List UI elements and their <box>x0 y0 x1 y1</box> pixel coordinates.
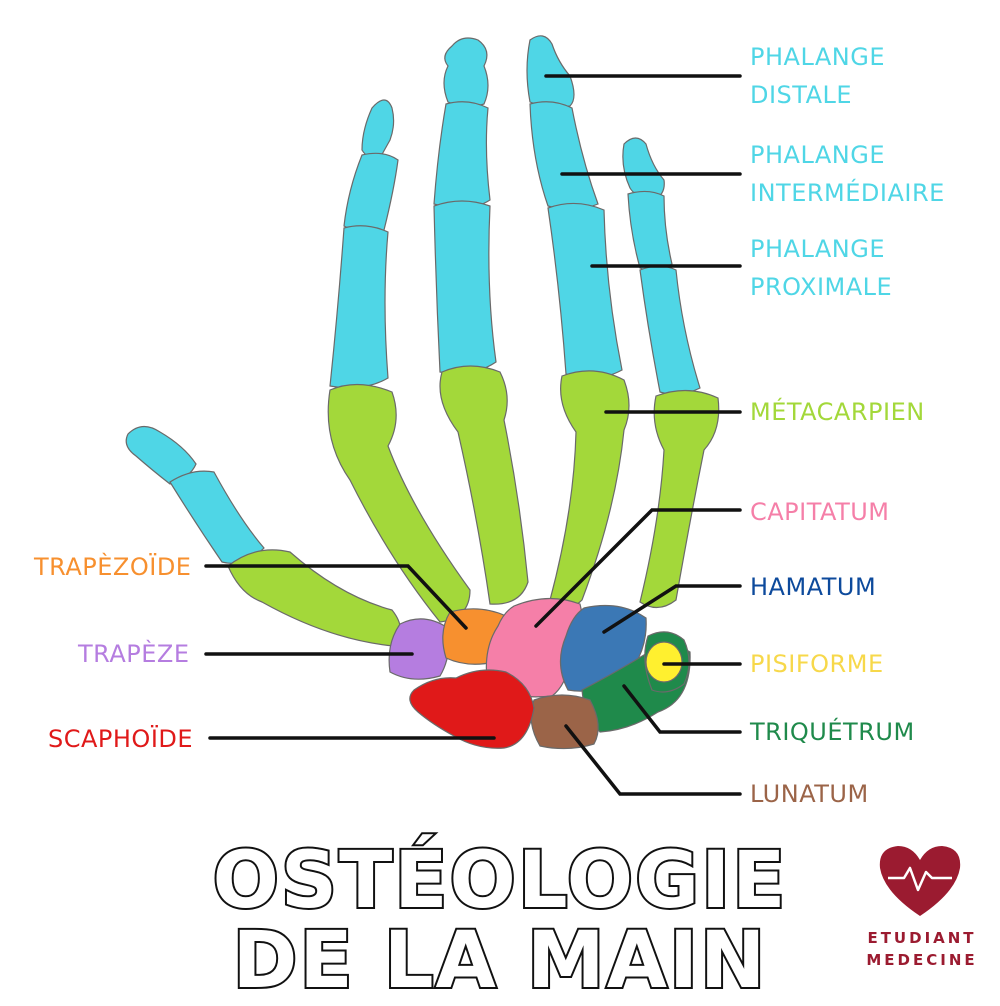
scaphoide-bone <box>409 669 535 749</box>
index-proximal-phalanx <box>329 225 389 389</box>
label-phalange-proximale-line2: PROXIMALE <box>750 273 893 301</box>
ring-metacarpal <box>549 370 630 609</box>
little-proximal-phalanx <box>639 265 701 395</box>
label-triquetrum: TRIQUÉTRUM <box>750 718 915 746</box>
label-scaphoide: SCAPHOÏDE <box>48 725 194 753</box>
index-middle-phalanx <box>343 152 399 234</box>
label-trapeze: TRAPÈZE <box>78 640 190 668</box>
ring-middle-phalanx <box>529 101 599 211</box>
heart-pulse-icon <box>879 846 961 916</box>
middle-middle-phalanx <box>433 101 491 209</box>
logo-text-line-1: ETUDIANT <box>867 929 977 947</box>
leader-trapezoide <box>204 564 468 630</box>
leader-lunatum <box>564 724 742 796</box>
pisiforme-face <box>645 641 683 683</box>
label-pisiforme: PISIFORME <box>750 650 884 678</box>
lunatum-bone <box>530 694 599 750</box>
little-metacarpal <box>639 389 720 609</box>
thumb-proximal-phalanx <box>169 470 265 564</box>
label-phalange-distale: PHALANGE DISTALE <box>750 38 885 114</box>
logo-text-line-2: MEDECINE <box>866 951 978 969</box>
label-lunatum: LUNATUM <box>750 780 869 808</box>
trapeze-bone <box>388 618 450 680</box>
label-phalange-intermediaire-line2: INTERMÉDIAIRE <box>750 179 945 207</box>
middle-proximal-phalanx <box>433 200 497 375</box>
middle-metacarpal <box>439 365 529 605</box>
index-metacarpal <box>327 383 471 623</box>
middle-distal-phalanx <box>443 37 489 108</box>
label-phalange-intermediaire-line1: PHALANGE <box>750 141 885 169</box>
little-distal-phalanx <box>622 137 665 201</box>
leader-capitatum <box>534 508 742 628</box>
label-phalange-distale-line1: PHALANGE <box>750 43 885 71</box>
label-trapezoide: TRAPÈZOÏDE <box>34 553 192 581</box>
label-phalange-intermediaire: PHALANGE INTERMÉDIAIRE <box>750 136 945 212</box>
label-capitatum: CAPITATUM <box>750 498 890 526</box>
little-middle-phalanx <box>627 190 673 271</box>
ring-distal-phalanx <box>526 35 575 108</box>
leader-hamatum <box>602 584 742 634</box>
label-phalange-distale-line2: DISTALE <box>750 81 853 109</box>
index-distal-phalanx <box>361 99 395 159</box>
ring-proximal-phalanx <box>547 202 623 379</box>
label-phalange-proximale-line1: PHALANGE <box>750 235 885 263</box>
label-phalange-proximale: PHALANGE PROXIMALE <box>750 230 892 306</box>
label-metacarpien: MÉTACARPIEN <box>750 398 925 426</box>
title-line-1: OSTÉOLOGIE <box>211 834 788 928</box>
title-line-2: DE LA MAIN <box>231 914 768 1006</box>
label-hamatum: HAMATUM <box>750 573 877 601</box>
leader-triquetrum <box>622 684 742 734</box>
